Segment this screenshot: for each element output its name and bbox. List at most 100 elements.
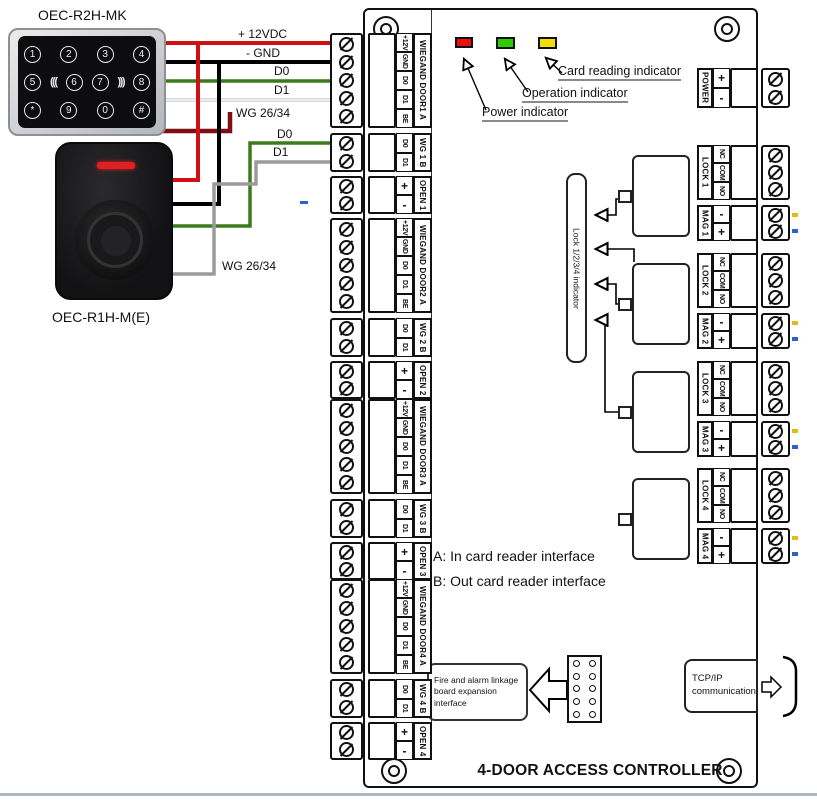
board-title: 4-DOOR ACCESS CONTROLLER (477, 762, 723, 779)
mag2-stub-yellow (792, 321, 798, 325)
note-b: B: Out card reader interface (433, 573, 606, 589)
wire-reader-gnd (170, 62, 221, 206)
terminal-pin: BE (396, 294, 413, 313)
keypad-key-7: 7 (91, 73, 109, 91)
mag4-stub-yellow (792, 536, 798, 540)
wire-label-keypad-wg: WG 26/34 (236, 106, 291, 120)
mag1-block: MAG 1-+ (697, 205, 758, 241)
mag2-stub-blue (792, 337, 798, 341)
terminal-pin: - (713, 528, 730, 546)
terminal-name: OPEN 4 (413, 722, 432, 760)
terminal-name: MAG 1 (697, 205, 713, 241)
screw-terminal-icon (339, 420, 354, 436)
keypad-key-9: 9 (60, 101, 78, 119)
reader-led (97, 162, 135, 169)
connector-pin-icon (588, 672, 596, 680)
terminal-name: MAG 4 (697, 528, 713, 564)
note-a: A: In card reader interface (433, 548, 595, 564)
terminal-pins: -+ (713, 313, 730, 349)
screw-terminal-icon (339, 742, 354, 757)
screw-terminal-icon (768, 182, 783, 197)
terminal-pin: - (396, 380, 413, 399)
terminal-body (730, 68, 758, 108)
terminal-body (730, 313, 758, 349)
terminal-pins: -+ (713, 528, 730, 564)
screw-terminal-icon (339, 54, 354, 70)
terminal-body (730, 468, 758, 523)
screw-terminal-icon (339, 179, 354, 194)
terminal-pin: - (713, 313, 730, 331)
connector-pin-icon (573, 672, 581, 680)
screw-terminal-icon (339, 402, 354, 418)
screw-terminal-icon (768, 315, 783, 331)
terminal-body (730, 205, 758, 241)
terminal-name: MAG 3 (697, 421, 713, 457)
relay2-tab (618, 298, 632, 311)
terminal-name: LOCK 4 (697, 468, 713, 523)
terminal-pin: D0 (396, 71, 413, 90)
terminal-body (368, 133, 396, 172)
terminal-pin: + (396, 361, 413, 380)
terminal-pin: NO (713, 181, 730, 200)
power-screws (761, 68, 790, 108)
terminal-name: WIEGAND DOOR2 A (413, 218, 432, 313)
keypad-key-0: 0 (96, 101, 114, 119)
terminal-pin: GND (396, 52, 413, 71)
mag3-stub-yellow (792, 429, 798, 433)
door1-wiegand-screws (330, 33, 363, 128)
terminal-pin: D0 (396, 256, 413, 275)
lock4-screws (761, 468, 790, 523)
terminal-pin: D1 (396, 636, 413, 655)
terminal-pin: + (396, 722, 413, 741)
terminal-pin: D1 (396, 275, 413, 294)
terminal-name: WG 2 B (413, 318, 432, 357)
terminal-pin: COM (713, 379, 730, 398)
screw-terminal-icon (768, 223, 783, 239)
screw-terminal-icon (339, 72, 354, 88)
tcpip-line1: TCP/IP (692, 673, 723, 685)
keypad-label: OEC-R2H-MK (38, 7, 127, 23)
screw-terminal-icon (339, 321, 354, 337)
connector-pin-icon (588, 659, 596, 667)
terminal-pin: +12V (396, 579, 413, 598)
screw-terminal-icon (339, 637, 354, 653)
terminal-pin: NC (713, 468, 730, 487)
terminal-name: OPEN 3 (413, 542, 432, 580)
terminal-body (368, 218, 396, 313)
screw-terminal-icon (339, 91, 354, 107)
terminal-body (368, 542, 396, 580)
open4-block: +-OPEN 4 (368, 722, 432, 760)
reader-label: OEC-R1H-M(E) (52, 309, 150, 325)
keypad-key-8: 8 (133, 73, 150, 91)
screw-terminal-icon (768, 89, 783, 105)
terminal-pin: D1 (396, 152, 413, 172)
terminal-name: WIEGAND DOOR4 A (413, 579, 432, 674)
terminal-pin: + (713, 331, 730, 349)
screw-terminal-icon (768, 423, 783, 439)
terminal-pin: COM (713, 486, 730, 505)
screw-terminal-icon (768, 381, 783, 396)
reader-emblem-core (101, 226, 131, 256)
mag1-stub-yellow (792, 213, 798, 217)
relay1-tab (618, 190, 632, 203)
terminal-pin: COM (713, 271, 730, 290)
terminal-name: WIEGAND DOOR3 A (413, 399, 432, 494)
terminal-pin: +12V (396, 33, 413, 52)
terminal-pin: + (713, 223, 730, 241)
terminal-pin: COM (713, 163, 730, 182)
relay3-tab (618, 406, 632, 419)
screw-terminal-icon (339, 725, 354, 740)
terminal-pin: + (713, 68, 730, 88)
terminal-pin: D1 (396, 337, 413, 357)
terminal-pin: +12V (396, 218, 413, 237)
door1-wg-screws (330, 133, 363, 172)
mag4-block: MAG 4-+ (697, 528, 758, 564)
